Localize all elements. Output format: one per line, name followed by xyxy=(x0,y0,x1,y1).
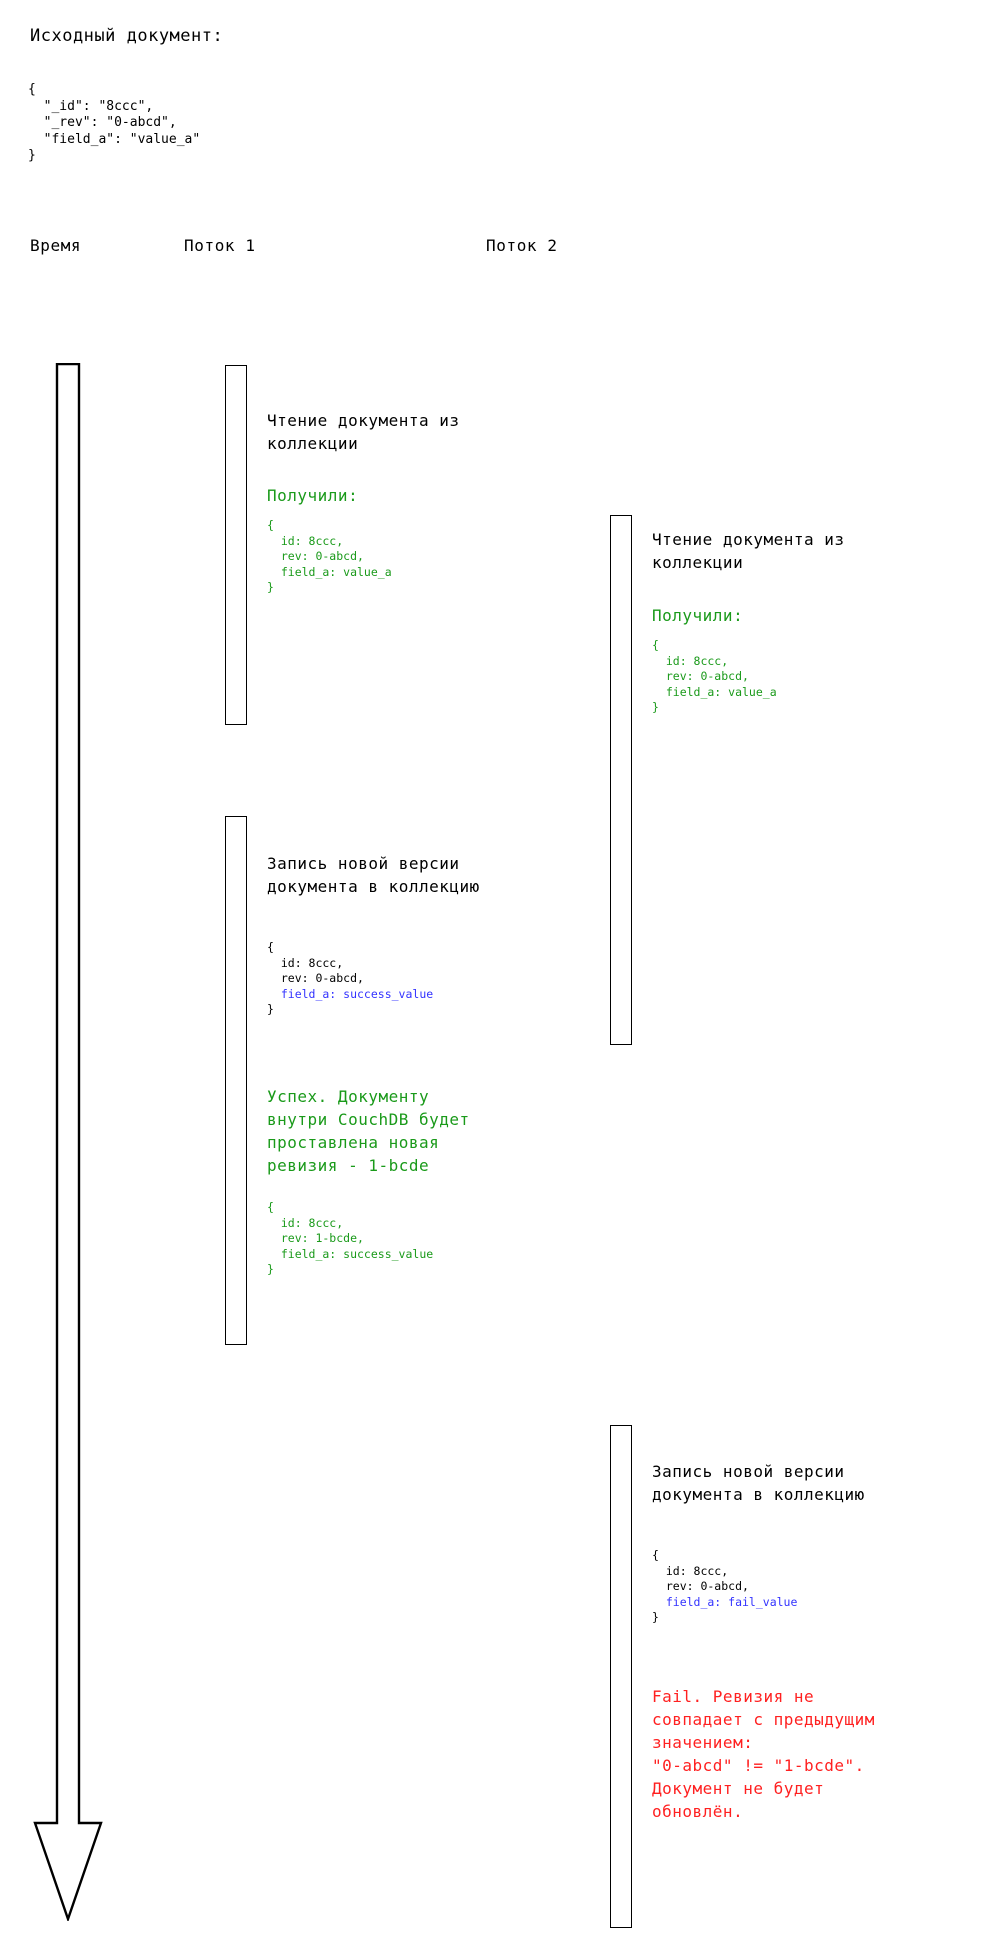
code-line: id: 8ccc, xyxy=(652,653,729,668)
code-line: rev: 0-abcd, xyxy=(267,971,364,985)
column-header-thread-1: Поток 1 xyxy=(184,236,256,255)
code-line: rev: 0-abcd, xyxy=(652,669,749,683)
code-line: } xyxy=(267,1262,274,1276)
thread-1-step-1-title: Чтение документа из коллекции xyxy=(267,411,460,453)
thread-1-activation-bar-2 xyxy=(225,816,247,1345)
code-line: id: 8ccc, xyxy=(267,533,344,548)
thread-1-step-2-result-label: Успех. Документу внутри CouchDB будет пр… xyxy=(267,1087,470,1175)
code-line: } xyxy=(652,700,659,714)
column-header-time: Время xyxy=(30,236,82,255)
thread-2-step-2-placeholder-title: Чтение документа из коллекции xyxy=(652,530,845,572)
thread-2-activation-bar-2 xyxy=(610,1425,632,1928)
code-line: { xyxy=(267,518,274,532)
thread-1-step-1-result-json: { id: 8ccc, rev: 0-abcd, field_a: value_… xyxy=(267,518,392,596)
code-line: } xyxy=(652,1610,659,1624)
code-line: field_a: value_a xyxy=(652,684,777,699)
code-line: } xyxy=(267,580,274,594)
source-document-json: { "_id": "8ccc", "_rev": "0-abcd", "fiel… xyxy=(28,82,201,163)
code-line: id: 8ccc, xyxy=(267,1215,344,1230)
thread-2-step-1-result-json: { id: 8ccc, rev: 0-abcd, field_a: value_… xyxy=(652,638,777,716)
thread-1-step-2-payload-json: { id: 8ccc, rev: 0-abcd, field_a: succes… xyxy=(267,940,433,1018)
thread-2-step-2-result-label: Fail. Ревизия не совпадает с предыдущим … xyxy=(652,1687,875,1821)
thread-2-step-2-title: Запись новой версии документа в коллекци… xyxy=(652,1462,865,1504)
code-line: field_a: success_value xyxy=(267,1246,434,1261)
thread-1-step-1-result-label: Получили: xyxy=(267,486,359,505)
code-line: field_a: fail_value xyxy=(652,1594,798,1609)
thread-1-step-2-result-json: { id: 8ccc, rev: 1-bcde, field_a: succes… xyxy=(267,1200,433,1278)
code-line: field_a: success_value xyxy=(267,986,434,1001)
code-line: { xyxy=(652,638,659,652)
code-line: { xyxy=(267,940,274,954)
code-line: field_a: value_a xyxy=(267,564,392,579)
source-document-title: Исходный документ: xyxy=(30,26,224,46)
code-line: id: 8ccc, xyxy=(652,1563,729,1578)
thread-2-step-1-result-label: Получили: xyxy=(652,606,744,625)
code-line: id: 8ccc, xyxy=(267,955,344,970)
code-line: { xyxy=(652,1548,659,1562)
column-header-thread-2: Поток 2 xyxy=(486,236,558,255)
code-line: rev: 0-abcd, xyxy=(267,549,364,563)
code-line: } xyxy=(267,1002,274,1016)
thread-1-activation-bar-1 xyxy=(225,365,247,725)
time-arrow-icon xyxy=(28,363,108,1921)
code-line: rev: 0-abcd, xyxy=(652,1579,749,1593)
code-line: { xyxy=(267,1200,274,1214)
thread-1-step-2-title: Запись новой версии документа в коллекци… xyxy=(267,854,480,896)
code-line: rev: 1-bcde, xyxy=(267,1231,364,1245)
thread-2-step-2-payload-json: { id: 8ccc, rev: 0-abcd, field_a: fail_v… xyxy=(652,1548,797,1626)
thread-2-activation-bar-1 xyxy=(610,515,632,1045)
